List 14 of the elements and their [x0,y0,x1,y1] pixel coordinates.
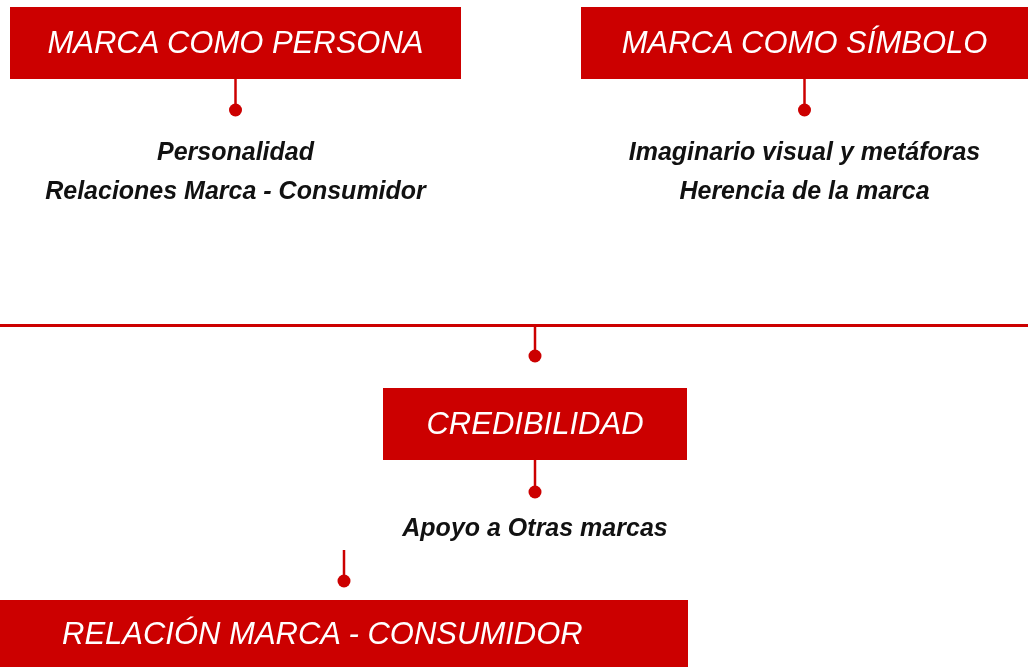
heading-banner [383,388,687,460]
item-text: Herencia de la marca [678,175,931,206]
banner-text: CREDIBILIDAD [426,406,644,442]
item-text: Personalidad [156,136,316,167]
banner-text: MARCA COMO SÍMBOLO [621,25,988,61]
item-text: Apoyo a Otras marcas [401,512,669,543]
divider-bar [0,324,1028,327]
banner-text: MARCA COMO PERSONA [47,25,424,61]
heading-banner [581,7,1028,79]
heading-banner [0,600,688,667]
item-text: Imaginario visual y metáforas [627,136,982,167]
item-text: Relaciones Marca - Consumidor [44,175,428,206]
heading-banner [10,7,461,79]
banner-text: RELACIÓN MARCA - CONSUMIDOR [62,615,583,652]
